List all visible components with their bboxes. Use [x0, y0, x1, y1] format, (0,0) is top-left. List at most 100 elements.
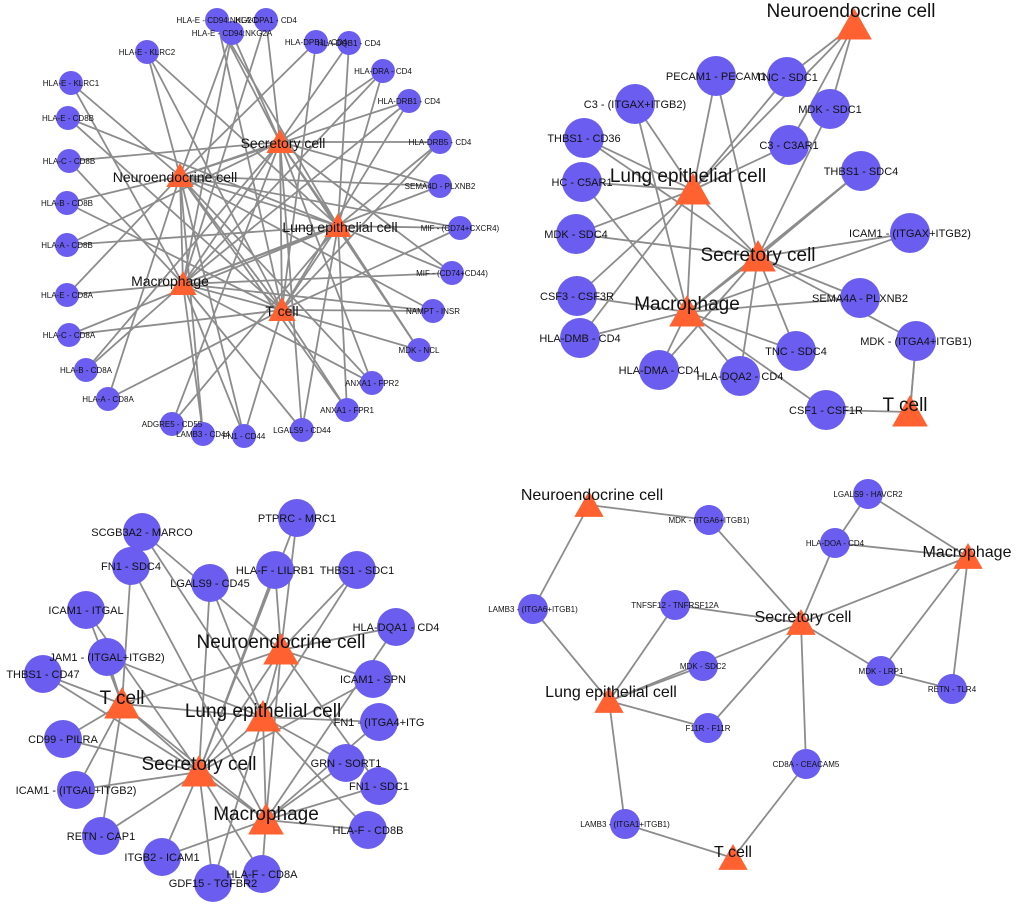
network-c-pair-node[interactable] — [24, 655, 62, 693]
network-a-pair-node[interactable] — [421, 299, 445, 323]
network-a-pair-node[interactable] — [304, 30, 328, 54]
network-a-pair-node[interactable] — [254, 8, 278, 32]
network-b-pair-node[interactable] — [564, 118, 604, 158]
network-c-pair-node[interactable] — [191, 564, 229, 602]
network-b-cell-node[interactable] — [740, 240, 776, 272]
network-b-pair-node[interactable] — [560, 318, 600, 358]
network-c-pair-node[interactable] — [349, 811, 387, 849]
network-a-pair-node[interactable] — [290, 418, 314, 442]
network-b-pair-node[interactable] — [890, 213, 930, 253]
network-d-cell-node[interactable] — [718, 844, 748, 870]
network-a-cell-node[interactable] — [268, 297, 296, 322]
network-b-pair-node[interactable] — [896, 321, 936, 361]
network-c-pair-node[interactable] — [194, 864, 232, 902]
network-c-pair-node[interactable] — [243, 855, 281, 893]
network-d-edge — [800, 622, 807, 765]
network-a-pair-node[interactable] — [96, 387, 120, 411]
network-c-pair-node[interactable] — [143, 838, 181, 876]
network-c-cell-node[interactable] — [245, 700, 281, 732]
network-d-pair-node[interactable] — [518, 594, 548, 624]
network-a-pair-node[interactable] — [220, 21, 244, 45]
network-c-pair-node[interactable] — [44, 720, 82, 758]
network-b-pair-node[interactable] — [840, 278, 880, 318]
network-b-pair-node[interactable] — [639, 350, 679, 390]
network-d-pair-node[interactable] — [610, 809, 640, 839]
network-c-pair-node[interactable] — [112, 547, 150, 585]
network-c-pair-node[interactable] — [278, 499, 316, 537]
network-d-cell-node[interactable] — [574, 491, 604, 517]
network-d-pair-node[interactable] — [820, 528, 850, 558]
network-c-pair-node[interactable] — [256, 551, 294, 589]
network-a-pair-node[interactable] — [74, 358, 98, 382]
network-c-pair-node[interactable] — [327, 744, 365, 782]
network-a-pair-node[interactable] — [397, 89, 421, 113]
network-d-pair-node[interactable] — [853, 479, 883, 509]
network-d-pair-node[interactable] — [791, 749, 821, 779]
network-a-pair-node[interactable] — [55, 191, 79, 215]
network-d-pair-node[interactable] — [660, 590, 690, 620]
network-c-cell-node[interactable] — [263, 633, 299, 665]
network-b-pair-node[interactable] — [556, 214, 596, 254]
network-d-pair-node[interactable] — [937, 674, 967, 704]
network-a-pair-node[interactable] — [428, 130, 452, 154]
network-b-cell-node[interactable] — [892, 395, 928, 427]
network-c-pair-node[interactable] — [82, 817, 120, 855]
network-d-pair-node[interactable] — [694, 505, 724, 535]
network-a-pair-node[interactable] — [57, 323, 81, 347]
network-b-cell-node[interactable] — [675, 173, 711, 205]
network-b-cell-node[interactable] — [836, 8, 872, 40]
network-b-pair-node[interactable] — [720, 356, 760, 396]
network-c-cell-node[interactable] — [248, 803, 284, 835]
network-d-cell-node[interactable] — [953, 543, 983, 569]
network-a-pair-node[interactable] — [371, 59, 395, 83]
network-b-pair-node[interactable] — [776, 331, 816, 371]
network-c-pair-node[interactable] — [360, 703, 398, 741]
network-a-pair-node[interactable] — [59, 71, 83, 95]
network-c-cell-node[interactable] — [181, 755, 217, 787]
network-b-pair-node[interactable] — [557, 276, 597, 316]
network-a-pair-node[interactable] — [135, 40, 159, 64]
network-a-pair-node[interactable] — [440, 261, 464, 285]
network-c-pair-node[interactable] — [360, 767, 398, 805]
network-b-pair-node[interactable] — [841, 151, 881, 191]
network-d-cell-node[interactable] — [786, 609, 816, 635]
network-a-cell-node[interactable] — [169, 271, 197, 296]
network-c-pair-node[interactable] — [338, 551, 376, 589]
network-d-cell-label: Secretory cell — [755, 609, 852, 626]
network-d-pair-node[interactable] — [688, 651, 718, 681]
network-b-pair-node[interactable] — [767, 57, 807, 97]
network-a-cell-node[interactable] — [166, 163, 194, 188]
network-b-pair-node[interactable] — [696, 56, 736, 96]
network-a-pair-node[interactable] — [232, 424, 256, 448]
network-a-pair-node[interactable] — [55, 233, 79, 257]
network-a-pair-node[interactable] — [448, 216, 472, 240]
network-c-pair-node[interactable] — [377, 608, 415, 646]
network-b-pair-node[interactable] — [769, 125, 809, 165]
network-a-pair-node[interactable] — [337, 31, 361, 55]
network-d-cell-node[interactable] — [594, 687, 624, 713]
network-a-pair-node[interactable] — [335, 398, 359, 422]
network-a-pair-node[interactable] — [360, 371, 384, 395]
network-c-cell-node[interactable] — [104, 687, 140, 719]
network-c-pair-node[interactable] — [354, 660, 392, 698]
network-a-pair-node[interactable] — [160, 412, 184, 436]
network-c-pair-node[interactable] — [67, 591, 105, 629]
network-b-pair-node[interactable] — [615, 84, 655, 124]
network-d-pair-node[interactable] — [693, 713, 723, 743]
network-d-pair-node[interactable] — [866, 656, 896, 686]
network-c-pair-node[interactable] — [88, 638, 126, 676]
network-a-pair-node[interactable] — [191, 422, 215, 446]
network-b-pair-node[interactable] — [810, 89, 850, 129]
network-a-pair-node[interactable] — [55, 283, 79, 307]
network-b-cell-node[interactable] — [669, 295, 705, 327]
network-b-pair-node[interactable] — [562, 162, 602, 202]
network-c-pair-node[interactable] — [123, 513, 161, 551]
network-b-pair-node[interactable] — [806, 390, 846, 430]
network-a-pair-node[interactable] — [56, 106, 80, 130]
network-a-cell-node[interactable] — [324, 213, 352, 238]
network-c-pair-node[interactable] — [57, 771, 95, 809]
network-a-pair-node[interactable] — [428, 174, 452, 198]
network-a-cell-node[interactable] — [266, 129, 294, 154]
network-a-pair-node[interactable] — [407, 338, 431, 362]
network-a-pair-node[interactable] — [57, 149, 81, 173]
